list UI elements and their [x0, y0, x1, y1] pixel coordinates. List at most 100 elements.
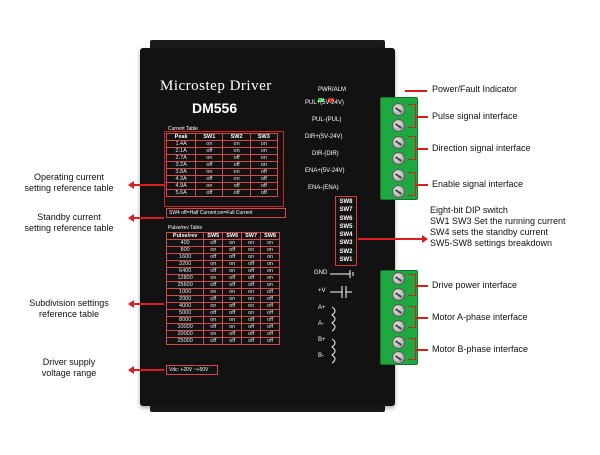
callout-motor-b: Motor B-phase interface: [432, 344, 529, 354]
terminal-screw: [392, 136, 405, 149]
pulse-table-cell: on: [241, 239, 262, 247]
dip-switch-label: SW2: [339, 248, 353, 255]
pulse-table-cell: on: [222, 288, 243, 296]
pulse-table-cell: off: [222, 309, 243, 317]
pwr-alm-label: PWR/ALM: [318, 87, 347, 93]
device-model: DM556: [192, 100, 238, 116]
pulse-table-cell: on: [222, 267, 243, 275]
pulse-table-cell: on: [203, 330, 224, 338]
callout-operating-current-2: setting reference table: [24, 183, 114, 193]
pulse-table-cell: off: [241, 323, 262, 331]
terminal-screw: [392, 304, 405, 317]
alarm-led: [328, 98, 334, 102]
arrow-supply-voltage: [128, 366, 164, 374]
arrow-subdivision: [128, 300, 164, 308]
pulse-table-cell: on: [260, 274, 280, 282]
bracket-motor-a: [408, 306, 416, 328]
pulse-table-cell: off: [203, 323, 224, 331]
pulse-table-header-cell: SW8: [260, 232, 280, 240]
pulse-table-cell: on: [203, 302, 224, 310]
pulse-table-cell: off: [260, 316, 280, 324]
pulse-table-cell: 800: [165, 246, 205, 254]
pulse-table-cell: on: [203, 274, 224, 282]
pulse-table-cell: on: [260, 260, 280, 268]
arrow-standby-current: [128, 214, 164, 222]
ena-plus-label: ENA+(5V-24V): [305, 168, 345, 174]
dip-switch-label: SW5: [339, 223, 353, 230]
current-table-outline: [164, 131, 284, 207]
pulse-table-cell: off: [241, 330, 262, 338]
aminus-label: A-: [318, 321, 324, 327]
pulse-table-cell: 25000: [165, 337, 205, 345]
driver-housing: Microstep Driver DM556: [140, 48, 395, 406]
pulse-table-cell: 6400: [165, 267, 205, 275]
bracket-enable: [408, 172, 416, 196]
callout-drive-power: Drive power interface: [432, 280, 518, 290]
callout-pulse: Pulse signal interface: [432, 111, 518, 121]
pulse-table-cell: on: [203, 316, 224, 324]
pulse-table-cell: 8000: [165, 316, 205, 324]
power-terminal-block: [380, 270, 418, 365]
dip-switch-label: SW8: [339, 199, 353, 205]
pulse-table-cell: on: [260, 239, 280, 247]
pulse-table-cell: on: [222, 260, 243, 268]
pulse-table-cell: 10000: [165, 323, 205, 331]
pulse-table-cell: on: [241, 302, 262, 310]
pulse-table-cell: off: [222, 274, 243, 282]
terminal-screw: [392, 272, 405, 285]
callout-operating-current: Operating current: [33, 172, 105, 182]
pulse-table-cell: on: [260, 267, 280, 275]
callout-dip-line2: SW1 SW3 Set the running current: [430, 216, 566, 226]
arrow-dip-switch: [358, 235, 428, 243]
callout-dip-title: Eight-bit DIP switch: [430, 205, 508, 215]
pulse-table-cell: on: [241, 253, 262, 261]
terminal-screw: [392, 119, 405, 132]
power-led: [318, 98, 324, 102]
ena-minus-label: ENA-(ENA): [308, 185, 339, 191]
aplus-label: A+: [318, 305, 326, 311]
dip-switch-label: SW6: [339, 215, 353, 222]
terminal-screw: [392, 152, 405, 165]
pulse-table-cell: on: [241, 246, 262, 254]
pulse-table-header-cell: SW6: [222, 232, 243, 240]
pulse-table-cell: 4000: [165, 302, 205, 310]
voltage-range: Vdc: +20V ~+50V: [166, 365, 218, 375]
dip-switch-label: SW1: [339, 257, 353, 264]
pulse-table-cell: off: [260, 288, 280, 296]
pulse-table-cell: off: [203, 337, 224, 345]
pulse-table-cell: 3200: [165, 260, 205, 268]
pulse-table-cell: off: [260, 302, 280, 310]
pulse-table-cell: off: [222, 246, 243, 254]
arrow-operating-current: [128, 181, 164, 189]
callout-standby-current-2: setting reference table: [24, 223, 114, 233]
pulse-table-cell: off: [260, 337, 280, 345]
dip-switch-label: SW7: [339, 207, 353, 214]
terminal-screw: [392, 320, 405, 333]
callout-subdivision-2: reference table: [38, 309, 100, 319]
pulse-table-cell: on: [260, 253, 280, 261]
callout-supply-voltage: Driver supply: [42, 357, 96, 367]
callout-direction: Direction signal interface: [432, 143, 531, 153]
pulse-table-cell: off: [203, 267, 224, 275]
callout-motor-a: Motor A-phase interface: [432, 312, 528, 322]
pulse-table-cell: off: [241, 281, 262, 289]
dip-switch-label: SW4: [339, 232, 353, 239]
